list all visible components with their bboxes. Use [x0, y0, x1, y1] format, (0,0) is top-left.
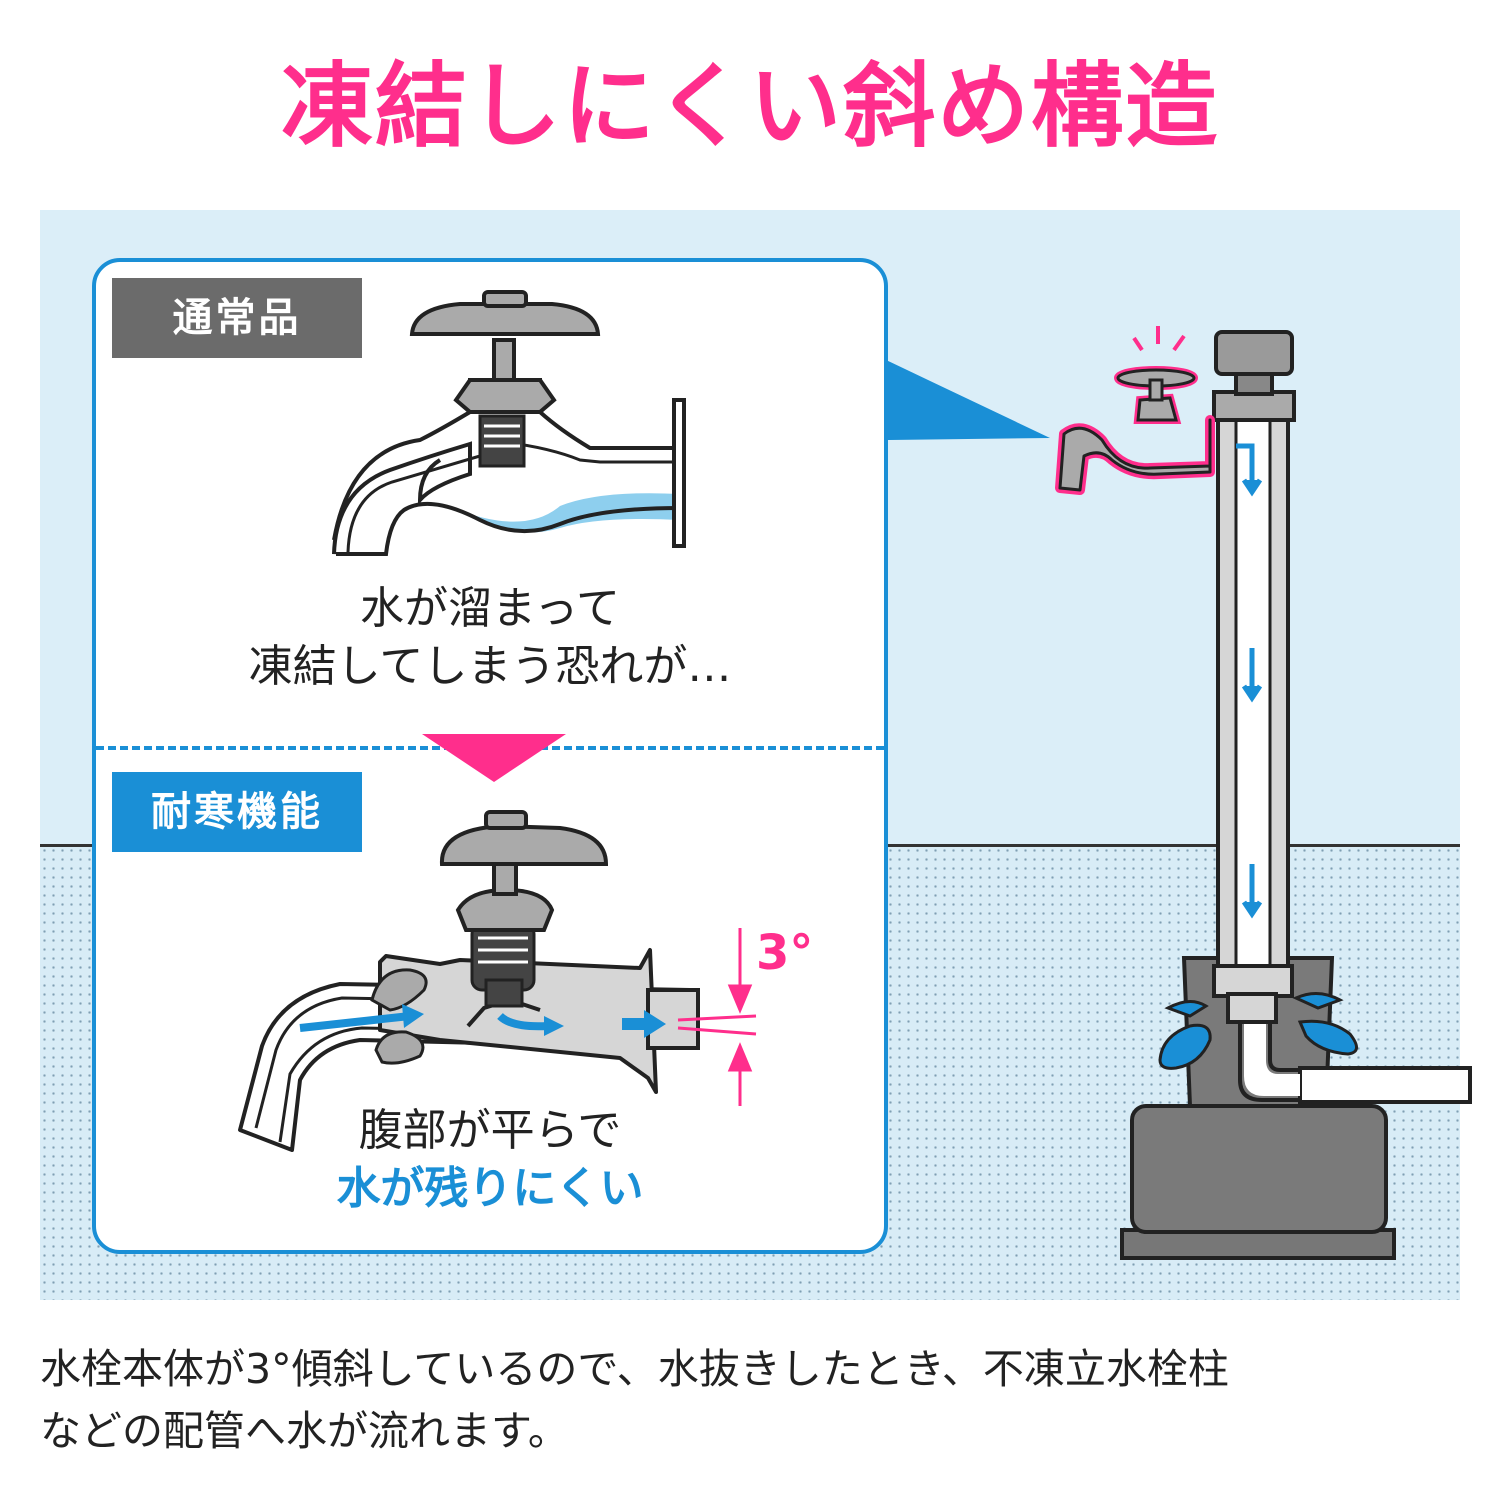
description-text: 水栓本体が3°傾斜しているので、水抜きしたとき、不凍立水栓柱 などの配管へ水が流… — [40, 1338, 1470, 1462]
normal-caption-line1: 水が溜まって — [359, 583, 621, 634]
cold-caption: 腹部が平らで 水が残りにくい — [160, 1102, 820, 1218]
post-cap — [1214, 330, 1294, 376]
post-collar-top — [1212, 390, 1296, 422]
label-cold-resistant: 耐寒機能 — [112, 772, 362, 852]
post-collar-low — [1212, 964, 1294, 998]
water-splash-icon — [1158, 992, 1358, 1070]
drain-pipe — [1238, 1020, 1300, 1102]
normal-caption: 水が溜まって 凍結してしまう恐れが… — [160, 580, 820, 696]
page-title: 凍結しにくい斜め構造 — [280, 53, 1220, 160]
normal-caption-line2: 凍結してしまう恐れが… — [248, 641, 732, 692]
cold-caption-line1: 腹部が平らで — [358, 1105, 622, 1156]
callout-pointer — [886, 360, 1050, 440]
description-line1: 水栓本体が3°傾斜しているので、水抜きしたとき、不凍立水栓柱 — [40, 1345, 1229, 1393]
angle-indicator — [677, 928, 757, 1106]
description-line2: などの配管へ水が流れます。 — [40, 1407, 569, 1455]
outlet-pipe — [1298, 1066, 1472, 1104]
label-normal-product: 通常品 — [112, 278, 362, 358]
angle-label: 3° — [756, 925, 814, 981]
flow-arrows — [1236, 443, 1263, 919]
highlighted-faucet — [1055, 326, 1215, 495]
post-inner-pipe — [1226, 992, 1278, 1024]
cold-caption-line2: 水が残りにくい — [336, 1163, 644, 1214]
down-arrow-icon — [422, 734, 566, 782]
